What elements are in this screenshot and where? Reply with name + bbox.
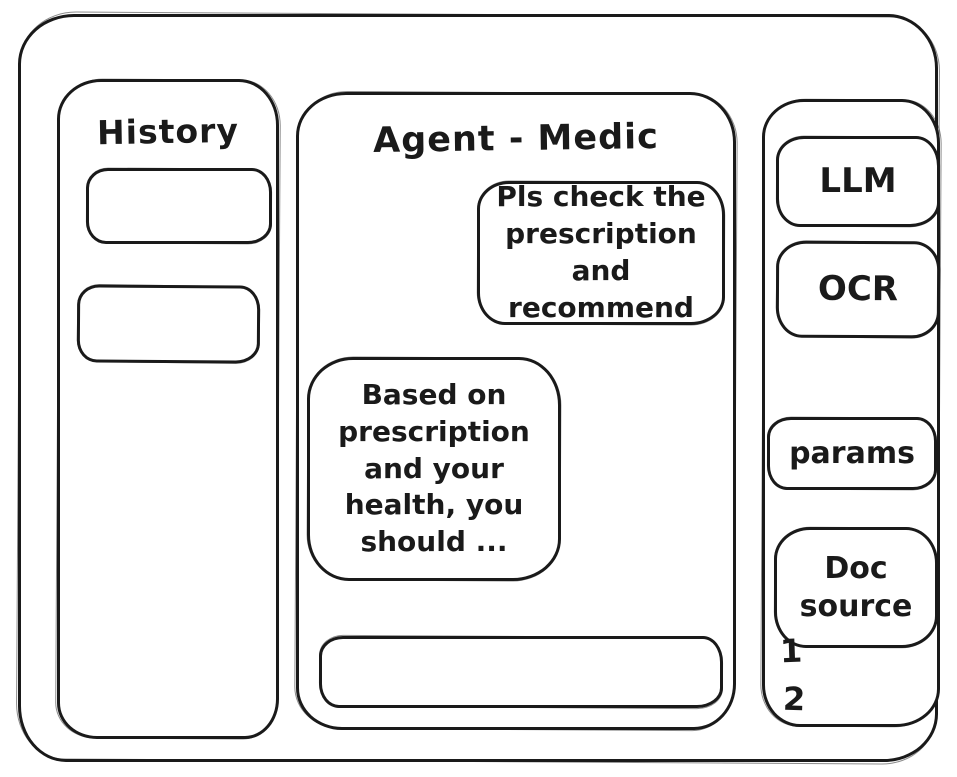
chat-title: Agent - Medic	[372, 117, 660, 161]
message-input[interactable]	[322, 639, 720, 705]
message-input-box[interactable]	[319, 636, 723, 708]
chat-panel: Agent - Medic Pls check the prescription…	[296, 92, 736, 730]
user-message-bubble: Pls check the prescription and recommend	[477, 180, 725, 325]
agent-message-bubble: Based on prescription and your health, y…	[307, 357, 561, 581]
agent-message-text: Based on prescription and your health, y…	[338, 377, 530, 559]
history-item[interactable]	[86, 168, 272, 244]
history-sidebar: History	[57, 79, 279, 739]
app-frame: History Agent - Medic Pls check the pres…	[18, 14, 941, 762]
doc-source-item-2: 2	[782, 679, 806, 719]
ocr-button[interactable]: OCR	[775, 240, 941, 339]
history-item[interactable]	[76, 284, 261, 364]
doc-source-item-1: 1	[779, 631, 803, 671]
llm-button[interactable]: LLM	[776, 136, 940, 227]
user-message-text: Pls check the prescription and recommend	[496, 180, 706, 324]
history-title: History	[96, 110, 240, 153]
params-button[interactable]: params	[767, 417, 937, 490]
doc-source-button[interactable]: Doc source	[774, 527, 938, 648]
tools-sidebar: LLM OCR params Doc source 1 2	[762, 99, 941, 727]
